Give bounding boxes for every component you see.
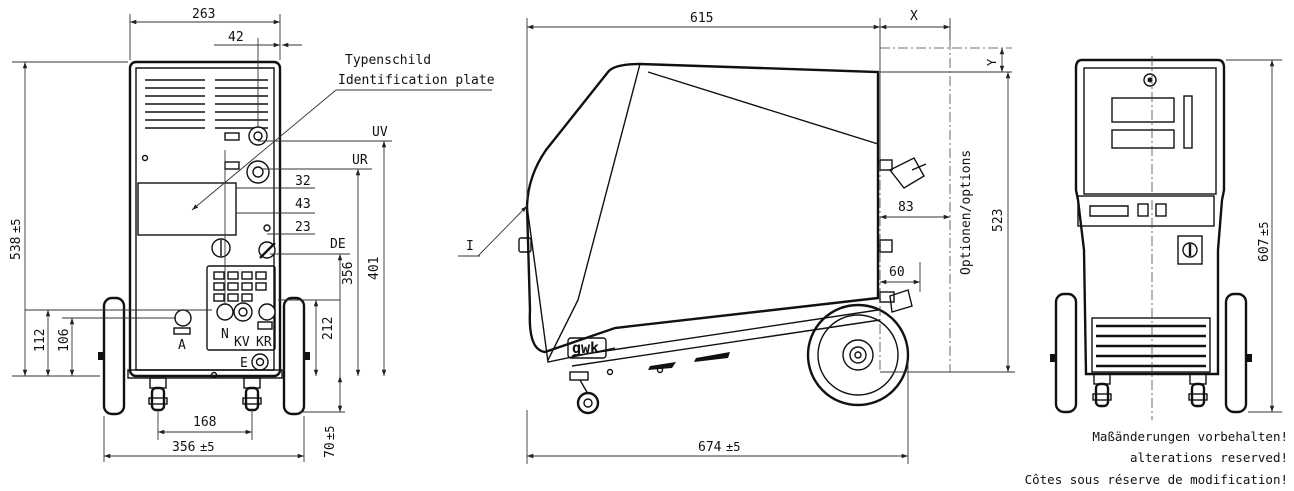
connector-uv — [248, 126, 268, 146]
connection-panel — [206, 265, 276, 351]
dim-106: 106 — [57, 329, 72, 352]
label-de: DE — [330, 237, 346, 252]
side-wheel — [806, 303, 910, 407]
connector-n — [216, 303, 234, 321]
dim-674-tol: ±5 — [726, 440, 740, 454]
rear-top-panel — [1083, 67, 1217, 195]
dim-43: 43 — [295, 197, 311, 212]
dim-112: 112 — [33, 329, 48, 352]
rear-main-switch — [1177, 235, 1203, 265]
dim-height: 538 — [9, 237, 24, 260]
dim-83: 83 — [898, 200, 914, 215]
label-e: E — [240, 356, 248, 371]
rear-caster-left — [1092, 373, 1112, 408]
label-identification-plate: Identification plate — [338, 73, 495, 88]
side-connector-middle — [879, 239, 893, 253]
dim-height-tol: ±5 — [9, 219, 23, 233]
connector-ur — [246, 160, 270, 184]
rear-wheel-right — [1224, 292, 1248, 414]
dim-168: 168 — [193, 415, 216, 430]
front-caster-right — [242, 377, 262, 412]
rear-bar — [1183, 95, 1193, 149]
connector-a — [174, 309, 192, 327]
dim-356-vertical: 356 — [341, 262, 356, 285]
dim-23: 23 — [295, 220, 311, 235]
dim-32: 32 — [295, 174, 311, 189]
label-n: N — [221, 327, 229, 342]
panel-ports — [213, 271, 267, 302]
dim-615: 615 — [690, 11, 713, 26]
dim-356-tol: ±5 — [200, 440, 214, 454]
side-roofline — [647, 71, 879, 145]
connector-kv — [233, 302, 253, 322]
side-front-edge — [547, 63, 641, 361]
label-i: I — [466, 239, 474, 254]
dim-607-tol: ±5 — [1257, 222, 1271, 236]
dim-401: 401 — [367, 257, 382, 280]
rear-connector-strip — [1077, 195, 1215, 227]
label-options: Optionen/options — [959, 150, 974, 275]
rear-housing — [1074, 58, 1226, 376]
note-en: alterations reserved! — [1130, 450, 1288, 465]
label-kr: KR — [256, 335, 272, 350]
side-caster — [569, 371, 600, 415]
note-fr: Côtes sous réserve de modification! — [1025, 472, 1288, 487]
rear-grille — [1091, 317, 1211, 373]
front-vent-grille — [145, 79, 268, 129]
label-a: A — [178, 338, 186, 353]
front-housing-inner — [135, 67, 275, 371]
connector-kr — [258, 303, 276, 321]
dim-y: Y — [985, 58, 999, 66]
label-ur: UR — [352, 153, 368, 168]
dim-x: X — [910, 9, 918, 24]
side-handle — [518, 237, 532, 253]
side-connector-bottom — [879, 289, 913, 313]
front-caster-left — [148, 377, 168, 412]
dim-70: 70 — [323, 442, 338, 458]
earth-symbol — [211, 238, 231, 258]
rear-wheel-left — [1054, 292, 1078, 414]
front-wheel-right — [282, 296, 306, 416]
revision-notes: Maßänderungen vorbehalten! alterations r… — [1025, 429, 1288, 487]
dim-523: 523 — [991, 209, 1006, 232]
front-base — [127, 369, 283, 379]
rear-caster-right — [1188, 373, 1208, 408]
note-de: Maßänderungen vorbehalten! — [1092, 429, 1288, 444]
dim-70-tol: ±5 — [323, 426, 337, 440]
side-view: gwk 615 — [458, 9, 1015, 464]
identification-plate — [137, 182, 237, 236]
gwk-logo: gwk — [572, 339, 599, 357]
dim-607: 607 — [1257, 239, 1272, 262]
front-view: 263 42 538 ±5 112 106 32 43 23 UV UR — [9, 7, 495, 462]
dim-42: 42 — [228, 30, 244, 45]
front-wheel-left — [102, 296, 126, 416]
label-uv: UV — [372, 125, 388, 140]
dim-212: 212 — [321, 317, 336, 340]
dim-356: 356 — [172, 440, 195, 455]
label-kv: KV — [234, 335, 250, 350]
gwk-logo-box — [567, 337, 607, 359]
side-housing — [525, 62, 880, 354]
rear-display — [1111, 97, 1175, 123]
dim-674: 674 — [698, 440, 722, 455]
front-housing — [128, 60, 282, 378]
connector-e — [251, 353, 269, 371]
dim-60: 60 — [889, 265, 905, 280]
label-typenschild: Typenschild — [345, 53, 431, 68]
rear-view: 607 ±5 — [1050, 56, 1282, 420]
side-connector-top — [879, 157, 927, 189]
dim-width: 263 — [192, 7, 215, 22]
